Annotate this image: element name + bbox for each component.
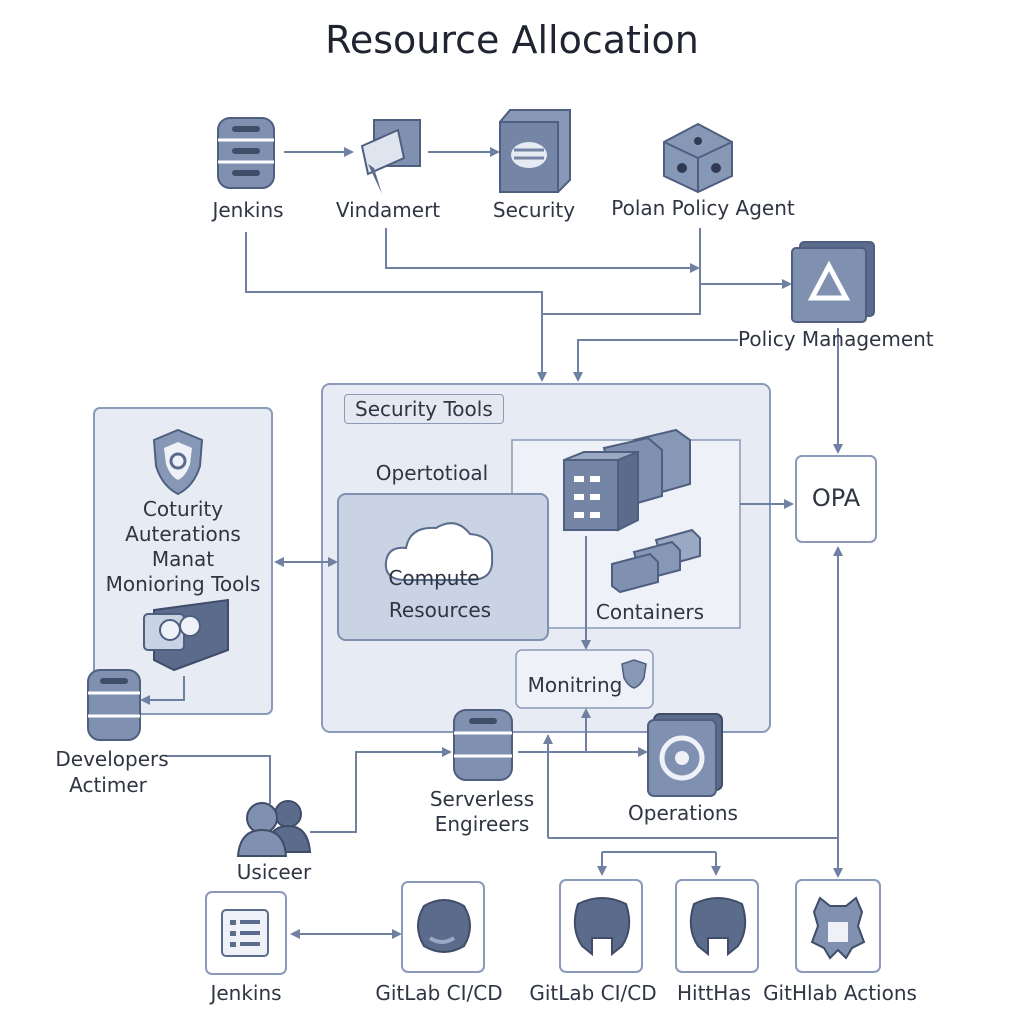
label-usiceer: Usiceer	[236, 860, 312, 884]
label-monitoring: Monitring	[527, 673, 623, 697]
label-developers-line2: Actimer	[69, 773, 147, 797]
label-developers-line1: Developers	[55, 747, 169, 771]
label-vindamert: Vindamert	[335, 198, 441, 222]
document-scanner-icon	[360, 119, 421, 194]
line-policyagent-mgmt	[699, 228, 792, 289]
monitor-shield-icon	[621, 659, 647, 689]
line-mgmt-main	[573, 339, 738, 382]
label-serverless-line1: Serverless	[429, 787, 535, 811]
label-containers: Containers	[595, 600, 705, 624]
line-developers-usiceer	[166, 755, 271, 804]
cloud-icon	[384, 522, 494, 581]
database-icon	[217, 117, 275, 189]
label-policy-agent: Polan Policy Agent	[611, 196, 795, 220]
label-left-line4: Monioring Tools	[105, 572, 261, 596]
database-icon	[87, 669, 141, 741]
label-gitlab-1: GitLab CI/CD	[375, 981, 503, 1005]
label-operations: Operations	[628, 801, 738, 825]
diagram-title: Resource Allocation	[325, 18, 699, 62]
label-opa[interactable]: OPA	[811, 484, 861, 512]
label-left-line2: Auterations	[125, 522, 241, 546]
octopus-icon	[810, 896, 866, 960]
label-compute-line1: Compute	[388, 566, 480, 590]
label-security: Security	[492, 198, 576, 222]
operations-gear-icon	[647, 713, 723, 797]
network-device-icon	[143, 598, 229, 672]
server-rack-icon	[563, 428, 691, 532]
github-icon	[573, 897, 631, 957]
security-box-icon	[499, 109, 571, 193]
line-jenkins-down	[245, 232, 547, 382]
line-usiceer-serverless	[310, 747, 452, 833]
policy-management-icon	[791, 241, 875, 323]
label-jenkins-top: Jenkins	[212, 198, 284, 222]
label-serverless-line2: Engireers	[434, 812, 530, 836]
github-icon	[689, 897, 747, 957]
label-jenkins-bottom: Jenkins	[210, 981, 282, 1005]
label-hitthas: HittHas	[677, 981, 751, 1005]
line-vindamert-policyagent	[385, 228, 700, 273]
checklist-icon	[221, 909, 269, 957]
container-icon	[611, 528, 701, 594]
label-gitlab-2: GitLab CI/CD	[529, 981, 657, 1005]
shield-icon	[152, 428, 204, 496]
label-github-actions: GitHlab Actions	[763, 981, 917, 1005]
opa-box[interactable]	[795, 455, 877, 543]
label-left-line3: Manat	[151, 547, 215, 571]
label-compute-line2: Resources	[388, 598, 492, 622]
gitlab-icon	[417, 899, 471, 953]
line-policyagent-main	[542, 284, 701, 315]
policy-cube-icon	[663, 122, 733, 194]
line-left-developers	[140, 676, 185, 705]
database-icon	[453, 709, 513, 781]
label-operational: Opertotioal	[375, 461, 489, 485]
users-icon	[236, 800, 312, 857]
label-policy-management: Policy Management	[738, 327, 934, 351]
label-left-line1: Coturity	[142, 497, 224, 521]
security-tools-tag: Security Tools	[344, 394, 504, 424]
